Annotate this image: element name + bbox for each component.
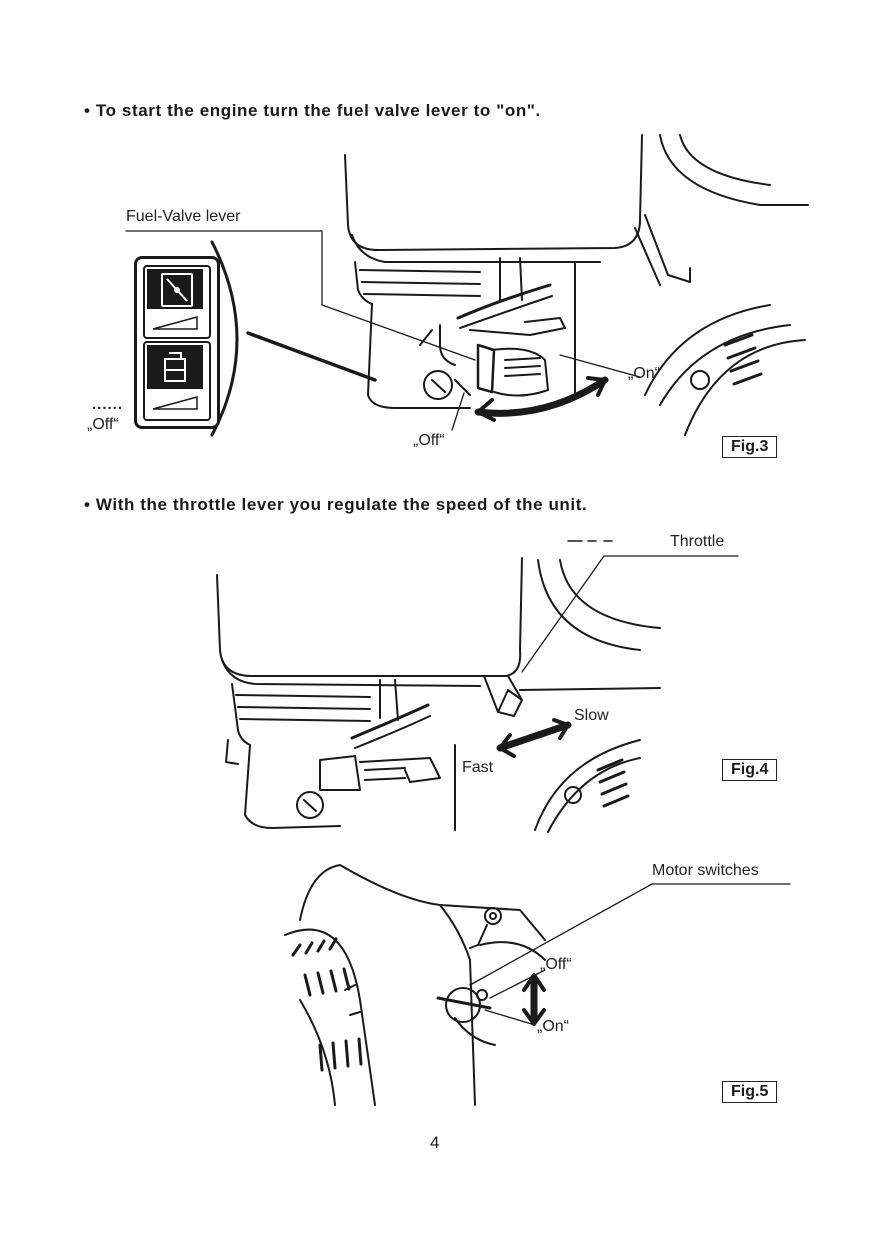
off-dots: ...... (92, 396, 124, 413)
fuel-wedge-icon (151, 315, 199, 331)
off-symbol-label: „Off“ (87, 416, 119, 433)
instruction-throttle: • With the throttle lever you regulate t… (84, 495, 588, 514)
fuel-off-label: „Off“ (413, 432, 445, 449)
fig5-caption: Fig.5 (722, 1081, 778, 1103)
fuel-on-symbol-block (143, 265, 211, 339)
fuel-symbol-panel (134, 256, 220, 429)
fuel-off-symbol-block (143, 341, 211, 421)
fig5-drawing (284, 864, 791, 1106)
fig4-caption: Fig.4 (722, 759, 778, 781)
slow-label: Slow (574, 707, 609, 724)
switch-on-label: „On“ (537, 1018, 569, 1035)
switch-off-label: „Off“ (540, 956, 572, 973)
throttle-label: Throttle (670, 533, 725, 550)
instruction-fuel-valve: • To start the engine turn the fuel valv… (84, 101, 541, 120)
valve-open-icon (161, 273, 193, 307)
fuel-can-icon (161, 351, 189, 383)
fig3-caption: Fig.3 (722, 436, 778, 458)
fast-label: Fast (462, 759, 494, 776)
motor-switches-label: Motor switches (652, 862, 759, 879)
fuel-wedge-icon (151, 395, 199, 411)
fuel-valve-lever-label: Fuel-Valve lever (126, 208, 241, 225)
fig3-drawing (125, 134, 809, 437)
fig4-drawing (216, 540, 739, 833)
page-number: 4 (430, 1133, 440, 1152)
fuel-on-label: „On“ (628, 365, 660, 382)
